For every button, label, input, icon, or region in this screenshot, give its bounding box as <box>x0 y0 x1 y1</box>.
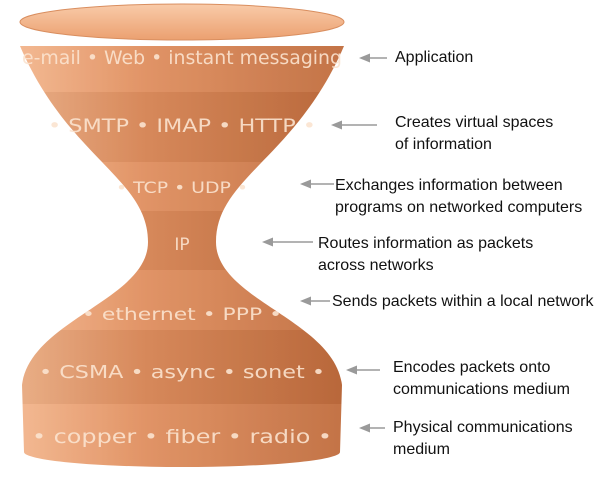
layer-label-physical: • copper • fiber • radio • <box>32 426 332 448</box>
annotation-application: Application <box>395 49 474 66</box>
layer-label-application-protocols: • SMTP • IMAP • HTTP • <box>48 115 316 137</box>
arrow-media-access <box>346 365 380 375</box>
annotation-physical: Physical communications medium <box>393 419 573 458</box>
annotation-internet: Routes information as packets across net… <box>318 235 534 274</box>
annotation-application-protocols: Creates virtual spaces of information <box>395 114 554 153</box>
hourglass-top-rim <box>19 3 345 41</box>
layer-label-transport: • TCP • UDP • <box>116 178 248 197</box>
arrow-physical <box>359 423 385 433</box>
layer-label-application: e-mail • Web • instant messaging <box>22 47 342 69</box>
hourglass-body <box>20 46 344 467</box>
arrow-application <box>359 53 387 63</box>
arrow-head <box>359 53 370 63</box>
arrow-transport <box>300 179 334 189</box>
layer-label-internet: IP <box>174 235 189 255</box>
arrow-head <box>359 423 370 433</box>
arrow-head <box>262 237 273 247</box>
arrow-internet <box>262 237 313 247</box>
arrow-head <box>300 179 311 189</box>
annotation-media-access: Encodes packets onto communications medi… <box>393 359 570 398</box>
layer-band <box>20 404 344 467</box>
annotation-transport: Exchanges information between programs o… <box>335 177 583 216</box>
layer-label-link: • ethernet • PPP • <box>82 305 282 325</box>
arrow-head <box>331 120 342 130</box>
arrow-head <box>300 296 311 306</box>
layer-band <box>20 330 344 404</box>
layer-band <box>20 46 344 92</box>
arrow-link <box>300 296 330 306</box>
layer-label-media-access: • CSMA • async • sonet • <box>39 362 325 383</box>
arrow-application-protocols <box>331 120 377 130</box>
arrow-head <box>346 365 357 375</box>
annotation-link: Sends packets within a local network <box>332 293 594 310</box>
